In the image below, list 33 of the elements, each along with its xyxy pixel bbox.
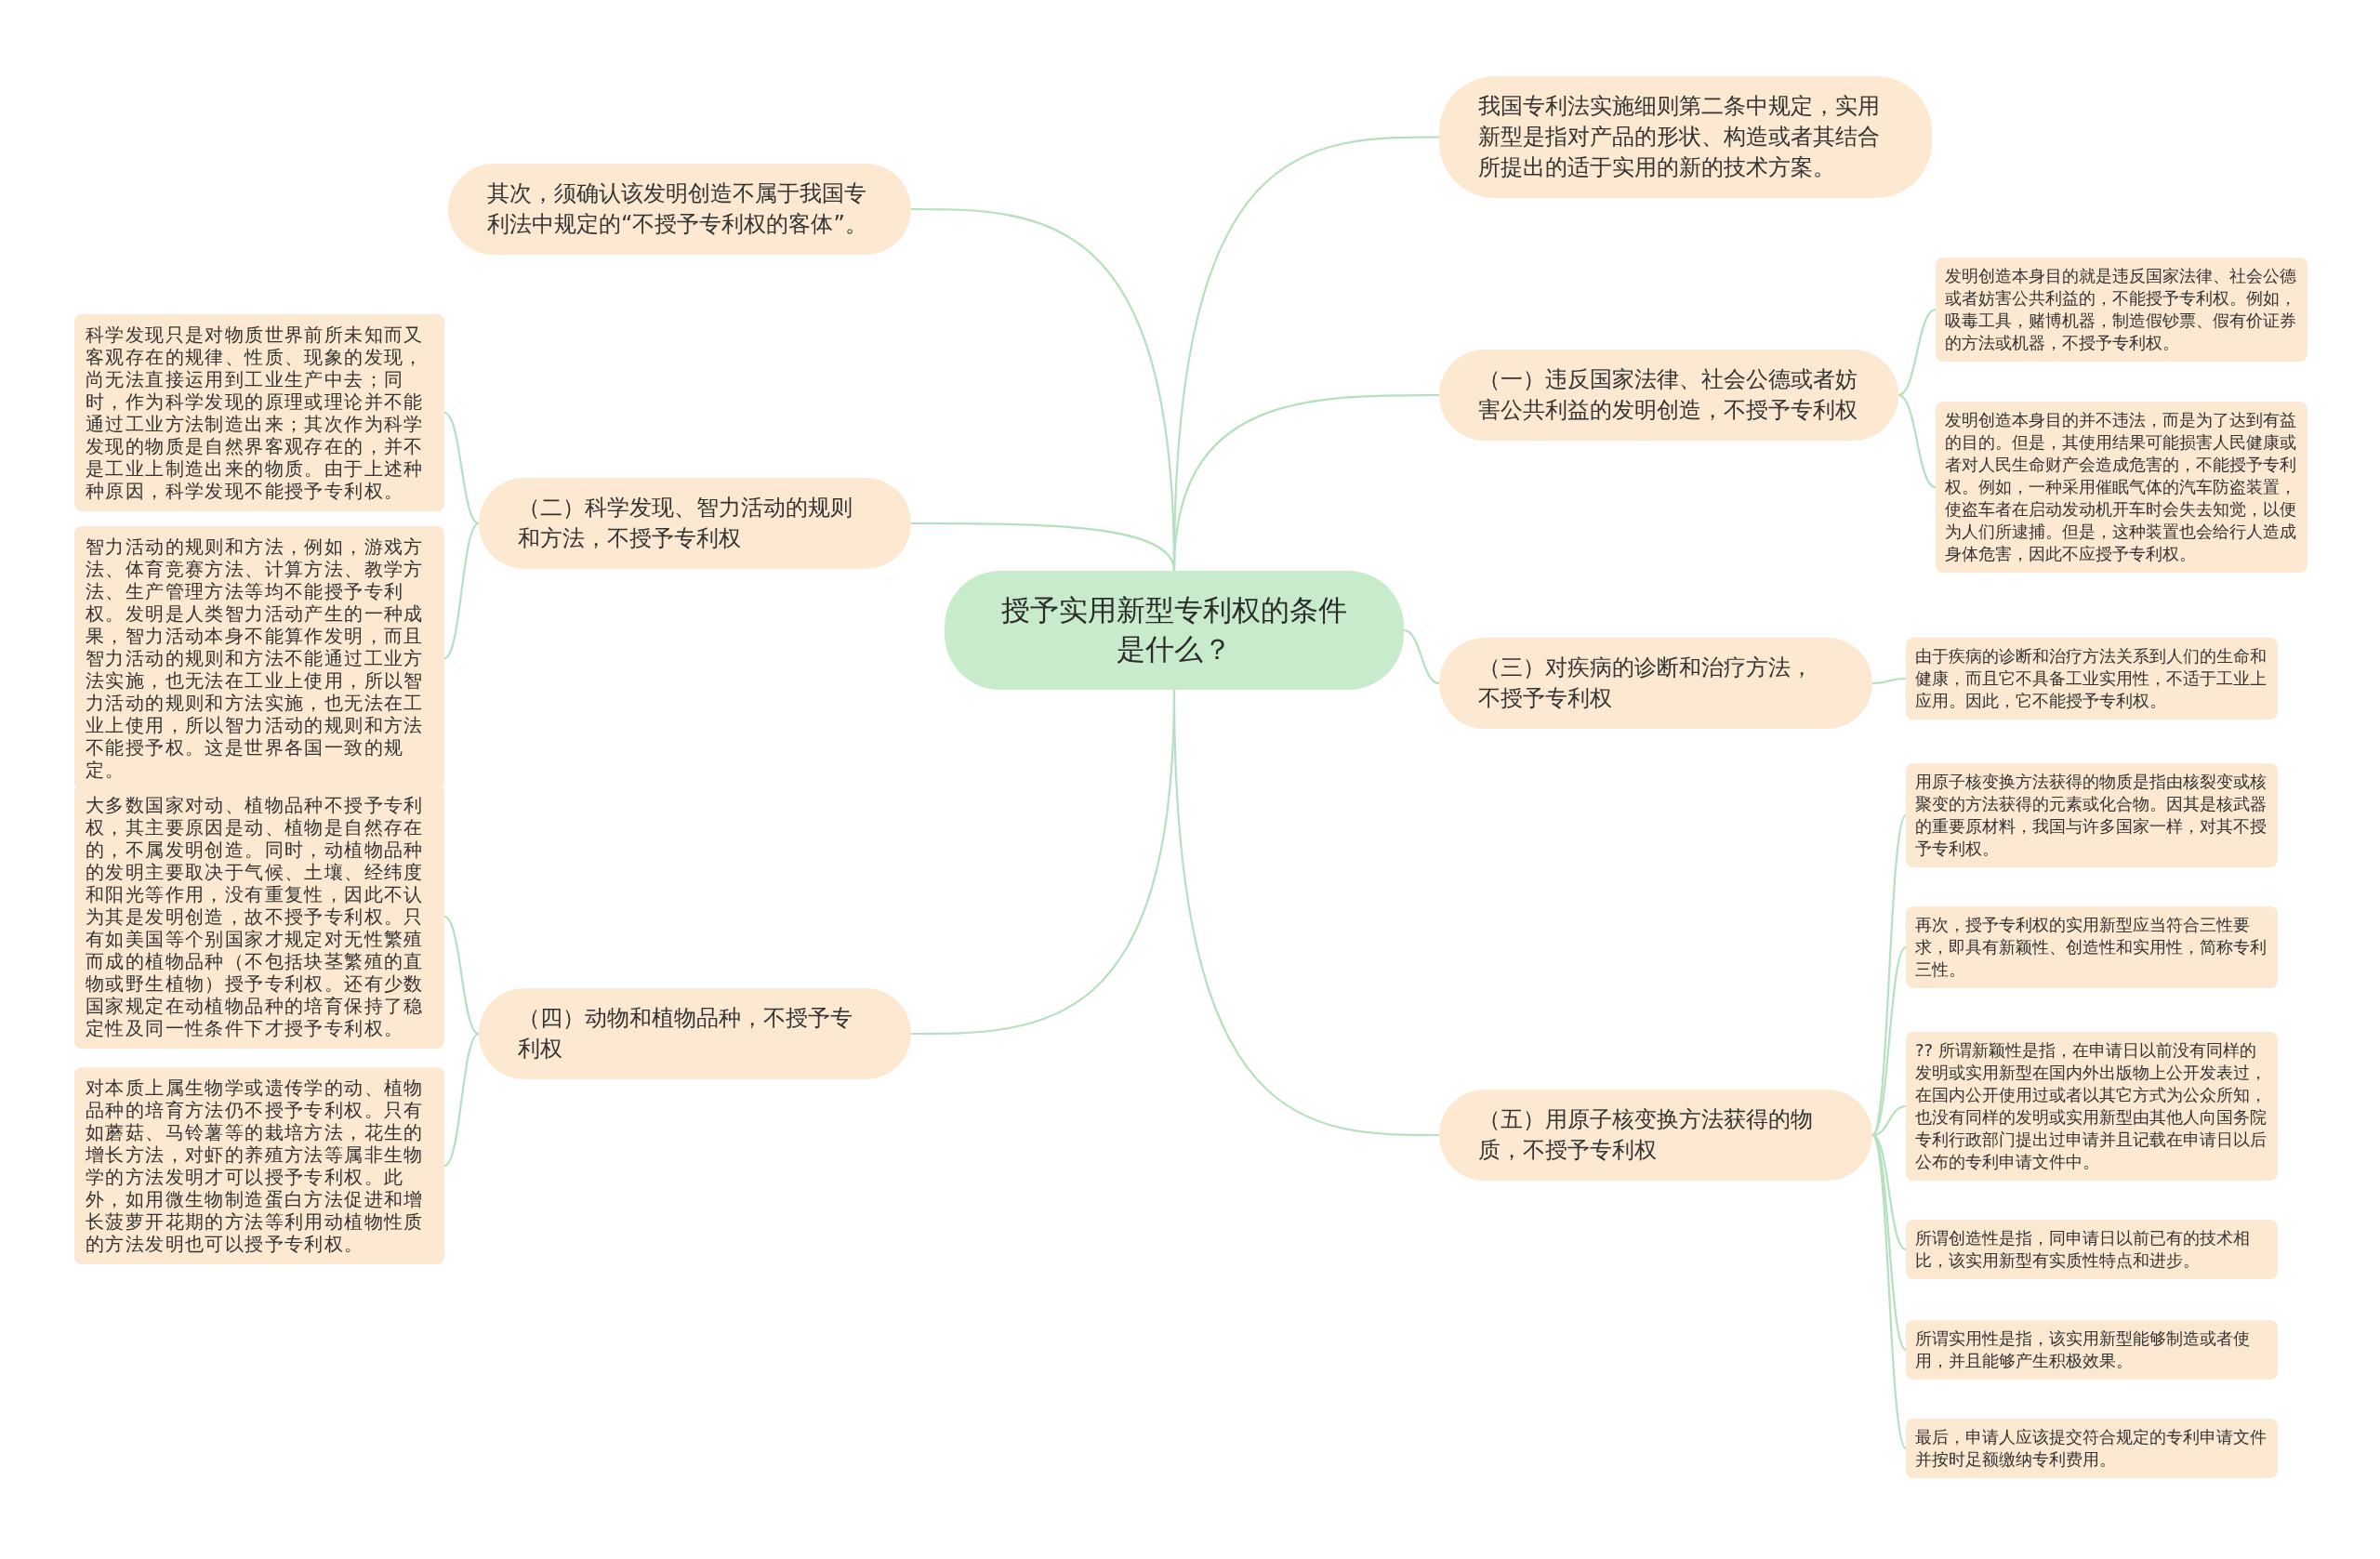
note-card: 由于疾病的诊断和治疗方法关系到人们的生命和健康，而且它不具备工业实用性，不适于工业上应用。因此，它不能授予专利权。 xyxy=(1906,638,2278,720)
connector-line xyxy=(1897,394,1937,488)
connector-line xyxy=(1403,628,1440,685)
note-card: 所谓创造性是指，同申请日以前已有的技术相比，该实用新型有实质性特点和进步。 xyxy=(1906,1220,2278,1279)
note-card: 用原子核变换方法获得的物质是指由核裂变或核聚变的方法获得的元素或化合物。因其是核武器的重要原材料，我国与许多国家一样，对其不授予专利权。 xyxy=(1906,763,2278,867)
topic-bubble: （一）违反国家法律、社会公德或者妨害公共利益的发明创造，不授予专利权 xyxy=(1439,350,1898,442)
connector-line xyxy=(443,916,480,1035)
note-card: 发明创造本身目的就是违反国家法律、社会公德或者妨害公共利益的，不能授予专利权。例如，吸毒工具，赌博机器，制造假钞票、假有价证券的方法或机器，不授予专利权。 xyxy=(1936,258,2307,362)
note-card: 大多数国家对动、植物品种不授予专利权，其主要原因是动、植物是自然存在的，不属发明创造。同时，动植物品种的发明主要取决于气候、土壤、经纬度和阳光等作用，没有重复性，因此不认为其是发明创造，故不授予专利权。只有如美国等个别国家才规定对无性繁殖而成的植物品种（不包括块茎繁殖的直物或野生植物）授予专利权。还有少数国家规定在动植物品种的培育保持了稳定性及同一性条件下才授予专利权。 xyxy=(74,785,444,1049)
connector-line xyxy=(443,522,480,659)
note-card: ?? 所谓新颖性是指，在申请日以前没有同样的发明或实用新型在国内外出版物上公开发表过，在国内公开使用过或者以其它方式为公众所知，也没有同样的发明或实用新型由其他人向国务院专利行政部门提出过申请并且记载在申请日以后公布的专利申请文件中。 xyxy=(1906,1032,2278,1181)
topic-bubble: （五）用原子核变换方法获得的物质，不授予专利权 xyxy=(1439,1090,1872,1182)
connector-line xyxy=(443,412,480,524)
topic-bubble: （四）动物和植物品种，不授予专利权 xyxy=(479,988,911,1080)
connector-line xyxy=(1871,677,1907,685)
central-topic: 授予实用新型专利权的条件是什么？ xyxy=(945,571,1404,690)
topic-bubble: 我国专利法实施细则第二条中规定，实用新型是指对产品的形状、构造或者其结合所提出的适于实用的新的技术方案。 xyxy=(1439,76,1932,199)
topic-bubble: 其次，须确认该发明创造不属于我国专利法中规定的“不授予专利权的客体”。 xyxy=(448,164,911,256)
note-card: 所谓实用性是指，该实用新型能够制造或者使用，并且能够产生积极效果。 xyxy=(1906,1320,2278,1380)
connector-line xyxy=(1871,946,1907,1136)
topic-bubble: （三）对疾病的诊断和治疗方法，不授予专利权 xyxy=(1439,638,1872,730)
note-card: 最后，申请人应该提交符合规定的专利申请文件并按时足额缴纳专利费用。 xyxy=(1906,1419,2278,1478)
topic-bubble: （二）科学发现、智力活动的规则和方法，不授予专利权 xyxy=(479,478,911,570)
note-card: 再次，授予专利权的实用新型应当符合三性要求，即具有新颖性、创造性和实用性，简称专利三性。 xyxy=(1906,906,2278,988)
note-card: 对本质上属生物学或遗传学的动、植物品种的培育方法仍不授予专利权。只有如蘑菇、马铃薯等的栽培方法，花生的增长方法，对虾的养殖方法等属非生物学的方法发明才可以授予专利权。此外，如用微生物制造蛋白方法促进和增长菠萝开花期的方法等利用动植物性质的方法发明也可以授予专利权。 xyxy=(74,1067,444,1264)
connector-line xyxy=(1871,1104,1907,1137)
connector-line xyxy=(911,522,1176,572)
note-card: 科学发现只是对物质世界前所未知而又客观存在的规律、性质、现象的发现，尚无法直接运用到工业生产中去；同时，作为科学发现的原理或理论并不能通过工业方法制造出来；其次作为科学发现的物质是自然界客观存在的，并不是工业上制造出来的物质。由于上述种种原因，科学发现不能授予专利权。 xyxy=(74,314,444,511)
connector-line xyxy=(1871,1134,1907,1449)
note-card: 发明创造本身目的并不违法，而是为了达到有益的目的。但是，其使用结果可能损害人民健康或者对人民生命财产会造成危害的，不能授予专利权。例如，一种采用催眠气体的汽车防盗装置，使盗车者在启动发动机开车时会失去知觉，以便为人们所逮捕。但是，这种装置也会给行人造成身体危害，因此不应授予专利权。 xyxy=(1936,402,2307,573)
connector-line xyxy=(1897,308,1937,397)
connector-line xyxy=(443,1033,480,1167)
connector-line xyxy=(911,689,1176,1036)
